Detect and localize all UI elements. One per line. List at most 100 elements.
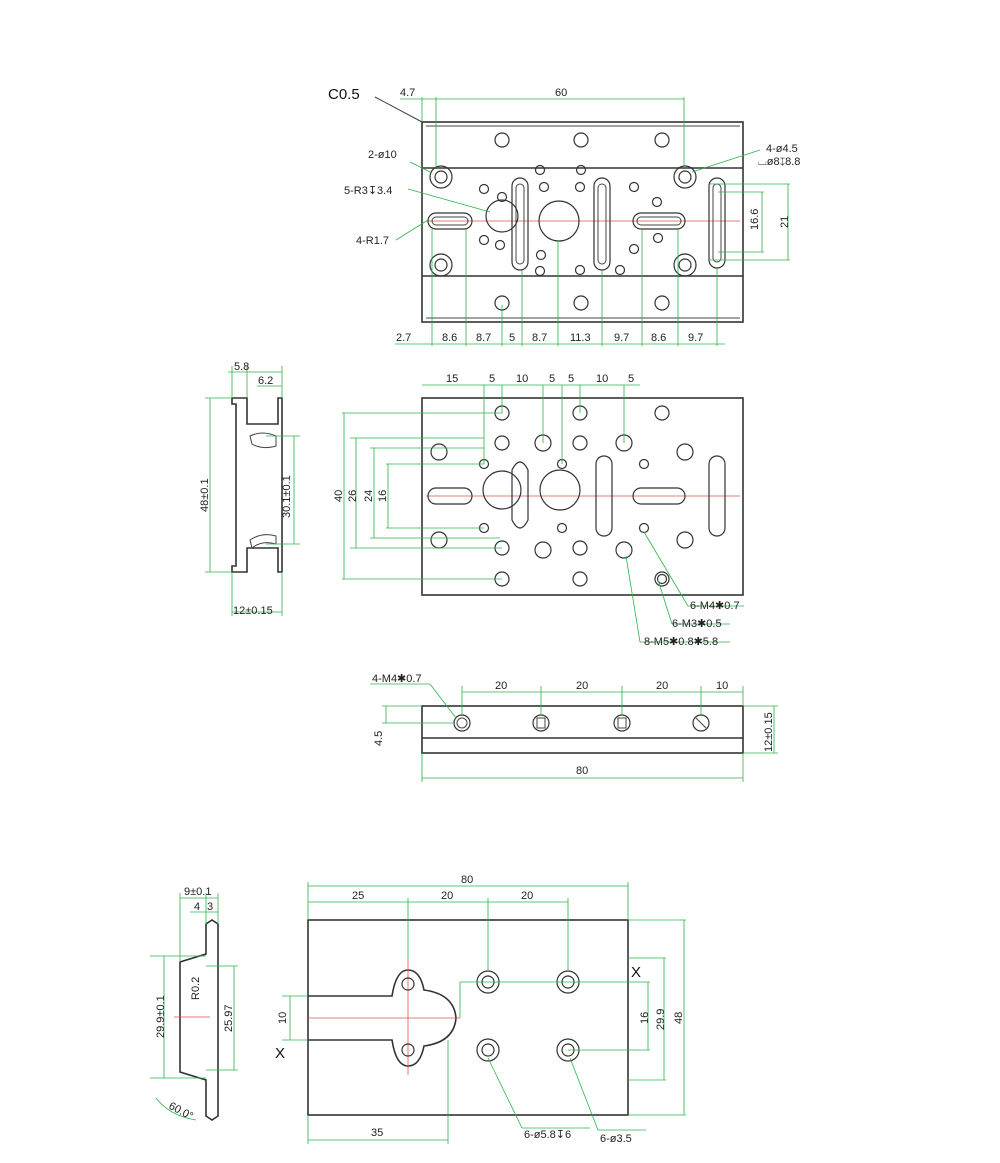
bottom-plate-dimensions bbox=[282, 882, 686, 1144]
plate-keyhole-slot bbox=[511, 461, 529, 529]
dim-label: 40 bbox=[333, 490, 345, 502]
dim-label: 35 bbox=[371, 1127, 383, 1139]
dim-label: 24 bbox=[363, 490, 375, 502]
dim-label: 80 bbox=[576, 765, 588, 777]
dim-label: 60 bbox=[555, 87, 567, 99]
dim-label: 30.1±0.1 bbox=[281, 475, 293, 518]
top-view-dimensions bbox=[374, 96, 790, 346]
side-view-dimensions bbox=[205, 366, 300, 616]
dim-label: 20 bbox=[521, 890, 533, 902]
dim-label: 80 bbox=[461, 874, 473, 886]
callout-label: 2-ø10 bbox=[368, 149, 397, 161]
angle-label: 60.0° bbox=[167, 1100, 195, 1123]
bar-outline bbox=[421, 705, 744, 754]
dim-label: 4.5 bbox=[373, 731, 385, 746]
counterbore-holes bbox=[429, 165, 697, 277]
chamfer-label: C0.5 bbox=[328, 86, 360, 103]
callout-label: 8-M5✱0.8✱5.8 bbox=[644, 636, 718, 648]
side-view: 5.8 6.2 48±0.1 30.1±0.1 12±0.15 bbox=[199, 361, 300, 617]
dim-label: 10 bbox=[277, 1012, 289, 1024]
center-bore bbox=[538, 200, 580, 242]
plate-view: 15 5 10 5 5 10 5 40 26 24 16 6-M4✱0.7 6-… bbox=[333, 373, 744, 648]
dim-label: 16.6 bbox=[749, 209, 761, 230]
dim-label: 15 bbox=[446, 373, 458, 385]
dim-label: 10 bbox=[716, 680, 728, 692]
dim-label: 2.7 bbox=[396, 332, 411, 344]
callout-label: 6-M4✱0.7 bbox=[690, 600, 740, 612]
dim-label: 5 bbox=[549, 373, 555, 385]
plate-outline bbox=[421, 397, 744, 596]
dim-label: 4 bbox=[194, 901, 200, 913]
dim-label: 9.7 bbox=[614, 332, 629, 344]
dim-label: 5 bbox=[489, 373, 495, 385]
keyhole-holes bbox=[401, 977, 415, 1057]
dim-label: 20 bbox=[576, 680, 588, 692]
top-plate-outline bbox=[421, 121, 744, 323]
bar-view-dimensions bbox=[370, 683, 778, 782]
dim-label: 16 bbox=[377, 490, 389, 502]
dim-label: 5 bbox=[568, 373, 574, 385]
counterbored-holes bbox=[476, 970, 580, 1062]
dim-label: 16 bbox=[639, 1012, 651, 1024]
dim-label: 20 bbox=[441, 890, 453, 902]
dim-label: 48±0.1 bbox=[199, 478, 211, 512]
rail-holes bbox=[494, 132, 670, 311]
side-profile-groove bbox=[249, 432, 277, 449]
dim-label: 5 bbox=[628, 373, 634, 385]
dim-label: 29.9±0.1 bbox=[155, 995, 167, 1038]
dim-label: 8.6 bbox=[651, 332, 666, 344]
callout-label: 5-R3↧3.4 bbox=[344, 185, 392, 197]
dim-label: 12±0.15 bbox=[763, 712, 775, 752]
dim-label: 6.2 bbox=[258, 375, 273, 387]
callout-label: 4-M4✱0.7 bbox=[372, 673, 422, 685]
dim-label: 25 bbox=[352, 890, 364, 902]
dim-label: 9.7 bbox=[688, 332, 703, 344]
dim-label: 4.7 bbox=[400, 87, 415, 99]
dim-label: R0.2 bbox=[190, 977, 202, 1000]
dim-label: 29.9 bbox=[655, 1009, 667, 1030]
dim-label: 3 bbox=[207, 901, 213, 913]
plate-slot bbox=[595, 455, 613, 537]
dim-label: 9±0.1 bbox=[184, 886, 211, 898]
slots bbox=[427, 177, 726, 271]
dim-label: 25.97 bbox=[223, 1004, 235, 1032]
bottom-side-dimensions bbox=[150, 893, 238, 1121]
dim-label: 5 bbox=[509, 332, 515, 344]
bottom-plate-outline bbox=[307, 919, 629, 1116]
dim-label: 8.6 bbox=[442, 332, 457, 344]
side-profile-groove bbox=[249, 534, 277, 549]
small-holes bbox=[478, 164, 664, 277]
plate-keyhole-bore bbox=[482, 470, 522, 510]
side-profile-outline bbox=[231, 397, 283, 573]
dovetail-profile bbox=[179, 919, 219, 1121]
dim-label: 20 bbox=[656, 680, 668, 692]
plate-center-bore bbox=[539, 469, 581, 511]
bottom-plate-view: 80 25 20 20 10 16 29.9 48 X X 35 6-ø5.8↧… bbox=[275, 874, 686, 1145]
callout-label: 4-R1.7 bbox=[356, 235, 389, 247]
bar-threaded-holes bbox=[453, 714, 710, 732]
callout-label: 6-ø3.5 bbox=[600, 1133, 632, 1145]
dim-label: 5.8 bbox=[234, 361, 249, 373]
callout-label: ⌴ø8↧8.8 bbox=[758, 156, 800, 168]
dim-label: 48 bbox=[673, 1012, 685, 1024]
plate-slot bbox=[427, 487, 473, 505]
bottom-side-view: 9±0.1 4 3 29.9±0.1 R0.2 25.97 60.0° bbox=[150, 886, 238, 1123]
plate-view-dimensions bbox=[342, 384, 744, 643]
dim-label: 8.7 bbox=[476, 332, 491, 344]
dim-label: 12±0.15 bbox=[233, 605, 273, 617]
top-view: C0.5 4.7 60 2-ø10 5-R3↧3.4 4-R1.7 4-ø4.5… bbox=[328, 86, 800, 346]
dim-label: 10 bbox=[596, 373, 608, 385]
callout-label: 6-ø5.8↧6 bbox=[524, 1129, 571, 1141]
section-mark: X bbox=[631, 964, 641, 981]
callout-label: 4-ø4.5 bbox=[766, 143, 798, 155]
dim-label: 26 bbox=[347, 490, 359, 502]
section-mark: X bbox=[275, 1045, 285, 1062]
dim-label: 8.7 bbox=[532, 332, 547, 344]
dim-label: 10 bbox=[516, 373, 528, 385]
callout-label: 6-M3✱0.5 bbox=[672, 618, 722, 630]
dim-label: 20 bbox=[495, 680, 507, 692]
dim-label: 11.3 bbox=[570, 332, 591, 344]
keyhole-bore bbox=[485, 199, 519, 233]
plate-slot bbox=[632, 487, 686, 505]
